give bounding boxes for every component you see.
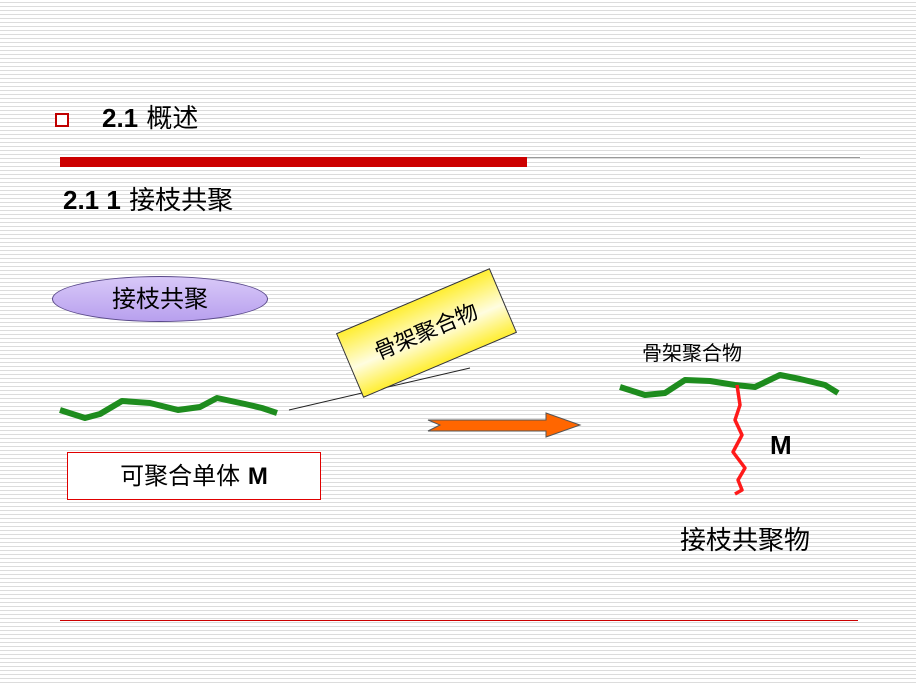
monomer-box: 可聚合单体 M [67, 452, 321, 500]
graft-copolymerization-oval: 接枝共聚 [52, 276, 268, 322]
branch-monomer-label: M [770, 430, 792, 460]
bullet-square-icon [55, 113, 69, 127]
title-divider-line [527, 157, 860, 158]
backbone-polymer-label: 骨架聚合物 [642, 341, 742, 365]
graft-branch-chain [731, 384, 747, 496]
section-heading: 2.1 概述 [102, 103, 199, 134]
backbone-chain-left [59, 395, 278, 421]
title-divider-bar [60, 157, 527, 167]
graft-copolymer-label: 接枝共聚物 [680, 526, 811, 556]
footer-divider-line [60, 620, 858, 621]
backbone-chain-right [619, 372, 840, 398]
subsection-heading: 2.1 1 接枝共聚 [63, 185, 234, 216]
reaction-arrow-icon [427, 412, 582, 438]
